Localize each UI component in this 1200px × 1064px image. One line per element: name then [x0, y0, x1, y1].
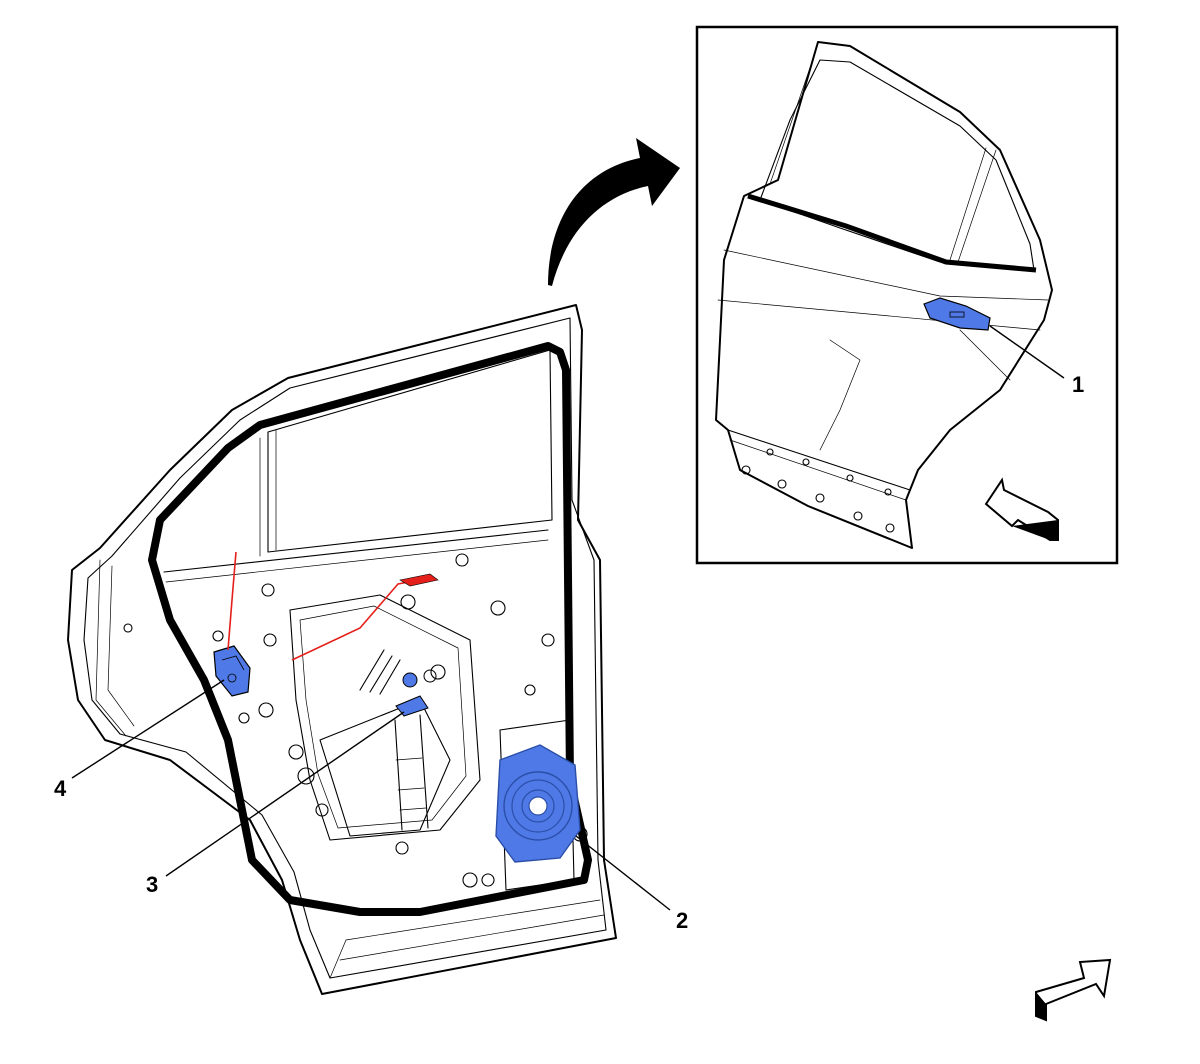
callout-1: 1: [989, 325, 1084, 397]
callout-label-2: 2: [676, 908, 688, 933]
outside-door-handle: [923, 297, 991, 331]
flange-holes: [741, 448, 895, 533]
door-lock-actuator: [213, 645, 251, 697]
callout-label-1: 1: [1072, 372, 1084, 397]
front-orientation-arrow-icon: [1035, 958, 1112, 1022]
viewing-direction-arrow-icon: [984, 477, 1059, 541]
door-weatherstrip: [148, 342, 592, 916]
inset-outer-door-view: [695, 25, 1119, 565]
callout-label-3: 3: [146, 872, 158, 897]
callout-2: 2: [575, 835, 688, 933]
callout-3: 3: [146, 711, 405, 897]
inset-frame: [695, 25, 1119, 565]
cable-line: [227, 551, 431, 661]
curved-view-arrow-icon: [548, 138, 680, 286]
door-speaker: [495, 744, 581, 863]
window-regulator-motor: [395, 669, 437, 717]
release-cable: [227, 551, 439, 661]
callout-label-4: 4: [54, 776, 67, 801]
callout-4: 4: [54, 679, 225, 801]
rear-door-inner-view: [67, 304, 617, 995]
mounting-holes: [123, 553, 588, 888]
